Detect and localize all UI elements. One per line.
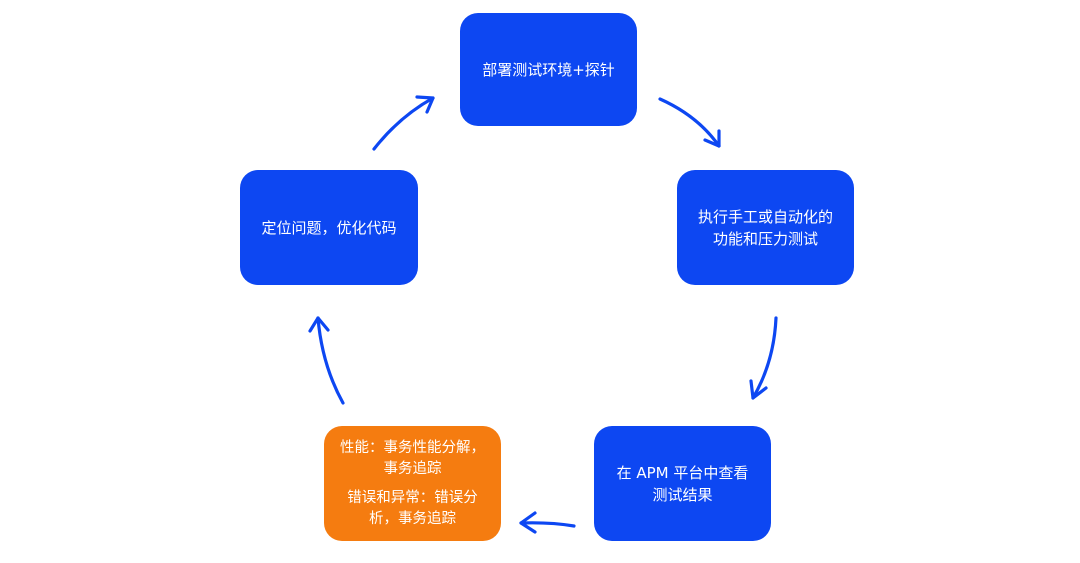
step-deploy-label: 部署测试环境+探针 [482, 60, 615, 79]
step-analysis-label-line3: 错误和异常：错误分 [347, 489, 478, 506]
arrow-deploy-to-execute [658, 97, 721, 148]
step-analysis-label-line4: 析，事务追踪 [369, 510, 456, 527]
step-execute-tests: 执行手工或自动化的 功能和压力测试 [677, 170, 854, 285]
arrow-view-to-analysis [519, 511, 576, 534]
step-deploy-test-env: 部署测试环境+探针 [460, 13, 637, 126]
step-view-label-line1: 在 APM 平台中查看 [616, 463, 749, 482]
arrow-analysis-to-fix [308, 316, 345, 405]
step-performance-error-analysis: 性能：事务性能分解， 事务追踪 错误和异常：错误分 析，事务追踪 [324, 426, 501, 541]
step-execute-label-line2: 功能和压力测试 [712, 229, 818, 248]
step-analysis-label-line2: 事务追踪 [383, 460, 442, 477]
step-execute-label-line1: 执行手工或自动化的 [697, 207, 833, 226]
step-fix-label: 定位问题，优化代码 [261, 218, 397, 237]
step-locate-and-optimize: 定位问题，优化代码 [240, 170, 418, 285]
arrow-execute-to-view [749, 316, 778, 400]
step-analysis-label-line1: 性能：事务性能分解， [340, 439, 485, 456]
step-view-label-line2: 测试结果 [652, 485, 713, 504]
arrow-fix-to-deploy [372, 95, 435, 151]
step-view-apm-results: 在 APM 平台中查看 测试结果 [594, 426, 771, 541]
